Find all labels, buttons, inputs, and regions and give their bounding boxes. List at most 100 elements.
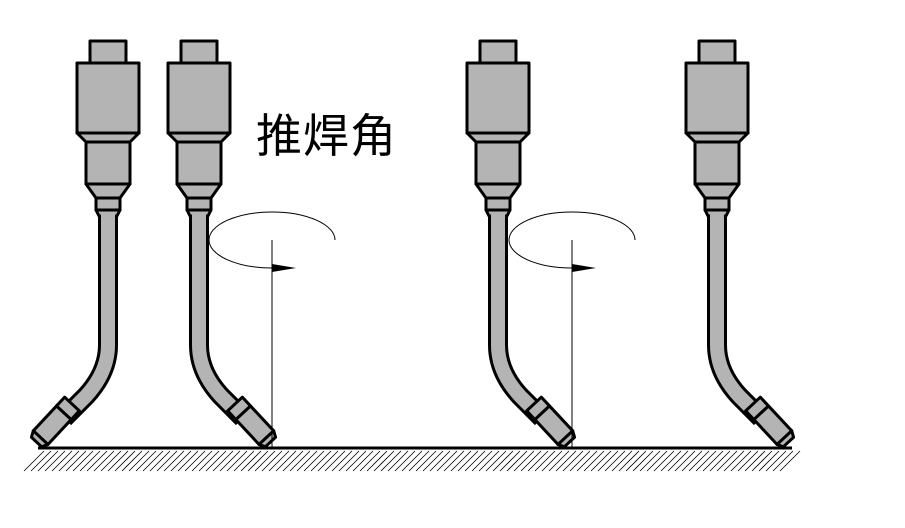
hatch-line	[632, 450, 654, 472]
hatch-line	[590, 450, 612, 472]
hatch-line	[107, 450, 129, 472]
hatch-line	[114, 450, 136, 472]
hatch-line	[541, 450, 563, 472]
hatch-line	[261, 450, 283, 472]
hatch-line	[457, 450, 479, 472]
hatch-line	[709, 450, 731, 472]
hatch-line	[492, 450, 514, 472]
hatch-line	[296, 450, 318, 472]
arrow-head-icon	[272, 264, 296, 272]
hatch-line	[499, 450, 521, 472]
hatch-line	[478, 450, 500, 472]
hatch-line	[702, 450, 724, 472]
hatch-line	[128, 450, 150, 472]
hatch-line	[667, 450, 689, 472]
hatch-line	[415, 450, 437, 472]
torch-1	[29, 41, 139, 449]
hatch-line	[65, 450, 87, 472]
rotation-arc	[208, 211, 336, 269]
hatch-line	[156, 450, 178, 472]
diagram-title: 推焊角	[256, 109, 397, 163]
hatch-line	[569, 450, 591, 472]
hatch-line	[597, 450, 619, 472]
hatch-line	[660, 450, 682, 472]
hatch-line	[233, 450, 255, 472]
hatch-line	[380, 450, 402, 472]
rotation-marker-2	[508, 211, 636, 447]
hatch-line	[331, 450, 353, 472]
hatch-line	[23, 450, 45, 472]
hatch-line	[562, 450, 584, 472]
hatch-line	[723, 450, 745, 472]
hatch-line	[191, 450, 213, 472]
hatch-line	[268, 450, 290, 472]
hatch-line	[240, 450, 262, 472]
hatch-line	[93, 450, 115, 472]
hatch-line	[366, 450, 388, 472]
hatch-line	[184, 450, 206, 472]
hatch-line	[44, 450, 66, 472]
hatch-line	[289, 450, 311, 472]
hatch-line	[513, 450, 535, 472]
hatch-line	[254, 450, 276, 472]
hatch-line	[576, 450, 598, 472]
hatch-line	[639, 450, 661, 472]
hatch-line	[436, 450, 458, 472]
hatch-line	[688, 450, 710, 472]
rotation-arc	[508, 211, 636, 269]
hatch-line	[730, 450, 752, 472]
hatch-line	[247, 450, 269, 472]
hatch-line	[737, 450, 759, 472]
hatch-line	[429, 450, 451, 472]
hatch-line	[324, 450, 346, 472]
hatch-line	[716, 450, 738, 472]
hatch-line	[443, 450, 465, 472]
hatch-line	[534, 450, 556, 472]
hatch-line	[100, 450, 122, 472]
hatch-line	[58, 450, 80, 472]
arrow-head-icon	[572, 264, 596, 272]
hatch-line	[744, 450, 766, 472]
hatch-line	[527, 450, 549, 472]
hatch-line	[646, 450, 668, 472]
hatch-line	[51, 450, 73, 472]
hatch-line	[338, 450, 360, 472]
hatch-line	[282, 450, 304, 472]
hatch-line	[226, 450, 248, 472]
hatch-line	[751, 450, 773, 472]
torch-4	[686, 41, 796, 449]
hatch-line	[198, 450, 220, 472]
hatch-line	[779, 450, 801, 472]
hatch-line	[135, 450, 157, 472]
hatch-line	[604, 450, 626, 472]
hatch-line	[86, 450, 108, 472]
hatch-line	[30, 450, 52, 472]
rotation-marker-1	[208, 211, 336, 447]
hatch-line	[506, 450, 528, 472]
hatch-line	[163, 450, 185, 472]
hatch-line	[275, 450, 297, 472]
hatch-line	[394, 450, 416, 472]
hatch-line	[373, 450, 395, 472]
hatch-line	[401, 450, 423, 472]
hatch-line	[345, 450, 367, 472]
hatch-line	[758, 450, 780, 472]
hatch-line	[352, 450, 374, 472]
hatch-line	[79, 450, 101, 472]
torch-3	[467, 41, 577, 449]
hatch-line	[618, 450, 640, 472]
hatch-line	[555, 450, 577, 472]
hatch-line	[317, 450, 339, 472]
hatch-line	[310, 450, 332, 472]
hatch-line	[121, 450, 143, 472]
hatch-line	[548, 450, 570, 472]
hatch-line	[422, 450, 444, 472]
hatch-line	[387, 450, 409, 472]
hatch-line	[142, 450, 164, 472]
hatch-line	[681, 450, 703, 472]
hatch-line	[359, 450, 381, 472]
hatch-line	[408, 450, 430, 472]
hatch-line	[695, 450, 717, 472]
